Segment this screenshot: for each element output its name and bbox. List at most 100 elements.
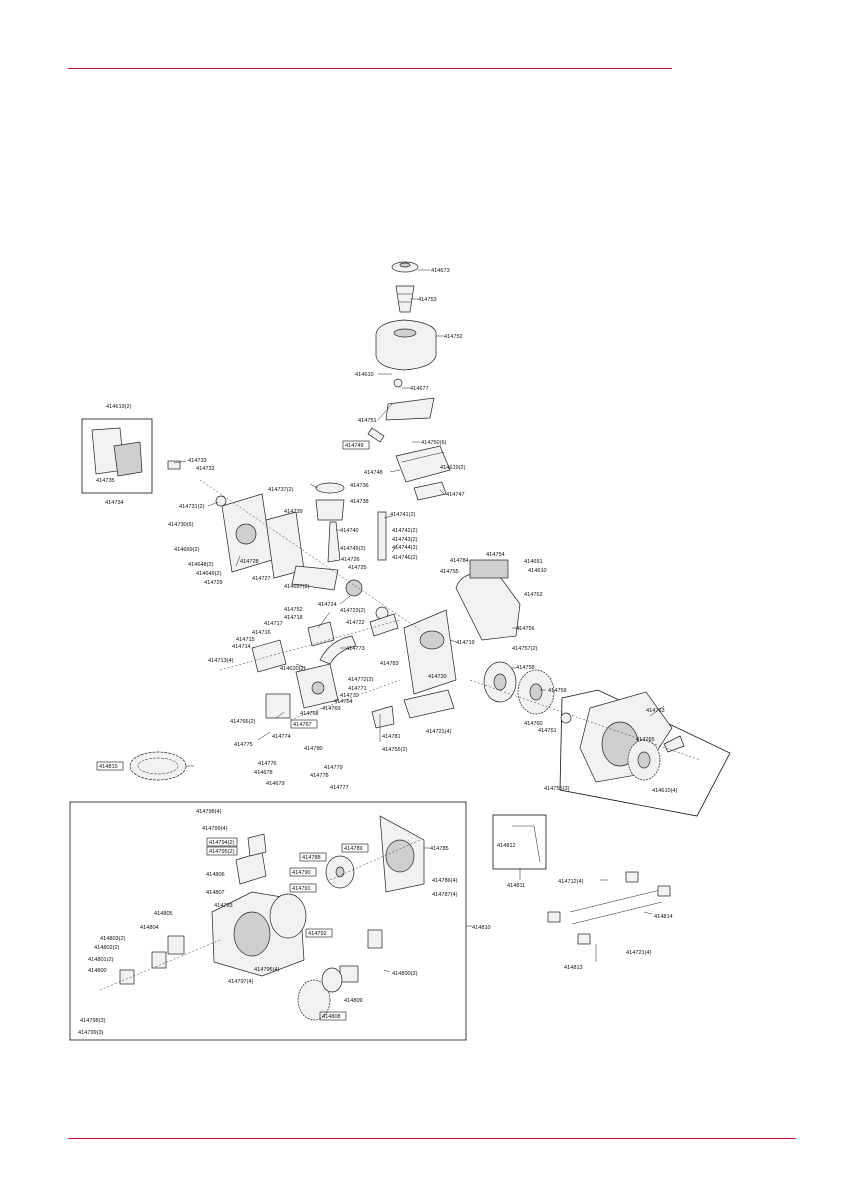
label-414648: 414648(2) (188, 562, 214, 568)
label-414770: 414770 (340, 693, 359, 699)
handle-bar-icon (512, 825, 541, 863)
label-414769: 414769 (322, 706, 341, 712)
assembly-centerlines (99, 479, 701, 991)
label-414724: 414724 (318, 602, 337, 608)
fuel-cap-icon (391, 261, 419, 273)
label-414796: 414796(4) (254, 967, 280, 973)
carburetor-icon (295, 663, 339, 709)
cylinder-head-icon (395, 445, 451, 483)
label-414805: 414805 (154, 911, 173, 917)
label-414619-b: 414619(2) (440, 465, 466, 471)
label-414755-a: 414755 (440, 569, 459, 575)
label-414807: 414807 (206, 890, 225, 896)
label-414783: 414783 (380, 661, 399, 667)
label-414722: 414722 (346, 620, 365, 626)
label-414731: 414731(2) (179, 504, 205, 510)
label-414784: 414784 (450, 558, 469, 564)
label-414815: 414815 (99, 764, 118, 770)
filter-gasket-icon (167, 460, 181, 470)
label-414758: 414758 (516, 665, 535, 671)
label-414814: 414814 (654, 914, 673, 920)
label-box-414792 (305, 928, 333, 938)
label-414755-c: 414755(3) (544, 786, 570, 792)
label-414803: 414803(2) (100, 936, 126, 942)
label-414721-b: 414721(4) (626, 950, 652, 956)
label-414797: 414797(4) (228, 979, 254, 985)
label-414780: 414780 (304, 746, 323, 752)
label-414793: 414793 (214, 903, 233, 909)
fuel-tank-icon (375, 319, 437, 371)
handle-group-frame (492, 814, 547, 870)
carb-gasket-icon (251, 639, 287, 673)
label-414806: 414806 (206, 872, 225, 878)
crankshaft-icon (291, 565, 363, 597)
label-414761: 414761 (538, 728, 557, 734)
pump-assembly-frame (69, 801, 467, 1041)
fan-icon (517, 669, 555, 715)
pump-seal-ring-icon (269, 893, 307, 939)
label-414790: 414790 (292, 870, 311, 876)
label-414651: 414651 (524, 559, 543, 565)
label-box-414767 (290, 719, 318, 729)
label-414766: 414766(2) (230, 719, 256, 725)
label-414714: 414714 (232, 644, 251, 650)
label-414610-c: 414610(4) (652, 788, 678, 794)
label-414677: 414677 (410, 386, 429, 392)
flywheel-nut-icon (560, 712, 572, 724)
label-414768: 414768 (300, 711, 319, 717)
spark-plug-icon (367, 427, 385, 443)
label-414789: 414789 (344, 846, 363, 852)
label-414736: 414736 (350, 483, 369, 489)
label-414764: 414764 (334, 699, 353, 705)
throttle-bracket-icon (369, 613, 399, 637)
label-414741: 414741(2) (390, 512, 416, 518)
label-414813: 414813 (564, 965, 583, 971)
label-414794: 414794(2) (209, 840, 235, 846)
label-414749: 414749 (345, 443, 364, 449)
pump-cap-icon (247, 833, 267, 857)
label-414800-a: 414800 (88, 968, 107, 974)
air-filter-group-frame (81, 418, 153, 494)
label-414669: 414669(2) (174, 547, 200, 553)
label-414755-b: 414755(2) (382, 747, 408, 753)
air-filter-icon (91, 427, 143, 477)
label-414728: 414728 (240, 559, 259, 565)
label-box-414808 (319, 1011, 347, 1021)
label-414760: 414760 (524, 721, 543, 727)
label-414678: 414678 (254, 770, 273, 776)
label-414720: 414720 (428, 674, 447, 680)
label-414619-a: 414619(2) (106, 404, 132, 410)
label-414712: 414712(4) (558, 879, 584, 885)
starter-handle-icon (663, 735, 685, 753)
label-414743: 414743(2) (392, 537, 418, 543)
label-414738: 414738 (350, 499, 369, 505)
label-414767: 414767 (293, 722, 312, 728)
label-box-414749 (342, 440, 370, 450)
label-414725: 414725 (348, 565, 367, 571)
label-414774: 414774 (272, 734, 291, 740)
label-414730: 414730(6) (168, 522, 194, 528)
governor-arm-icon (371, 705, 395, 729)
label-414742: 414742(2) (392, 528, 418, 534)
label-414713: 414713(4) (208, 658, 234, 664)
label-box-414815 (96, 761, 124, 771)
label-414679: 414679 (266, 781, 285, 787)
hose-coil-icon (129, 751, 187, 781)
label-414748: 414748 (364, 470, 383, 476)
label-414763: 414763 (646, 708, 665, 714)
label-414754: 414754 (486, 552, 505, 558)
label-414726: 414726 (341, 557, 360, 563)
label-414785: 414785 (430, 846, 449, 852)
label-414773: 414773 (346, 646, 365, 652)
label-box-414795 (206, 846, 238, 856)
crankcase-cover-icon (221, 493, 273, 573)
leader-lines (173, 269, 665, 973)
piston-icon (315, 482, 345, 521)
engine-block-icon (403, 609, 457, 695)
strainer-cap-icon (321, 967, 343, 993)
frame-base-icon (547, 871, 671, 945)
label-414673: 414673 (431, 268, 450, 274)
label-414715: 414715 (236, 637, 255, 643)
label-414772: 414772(2) (348, 677, 374, 683)
